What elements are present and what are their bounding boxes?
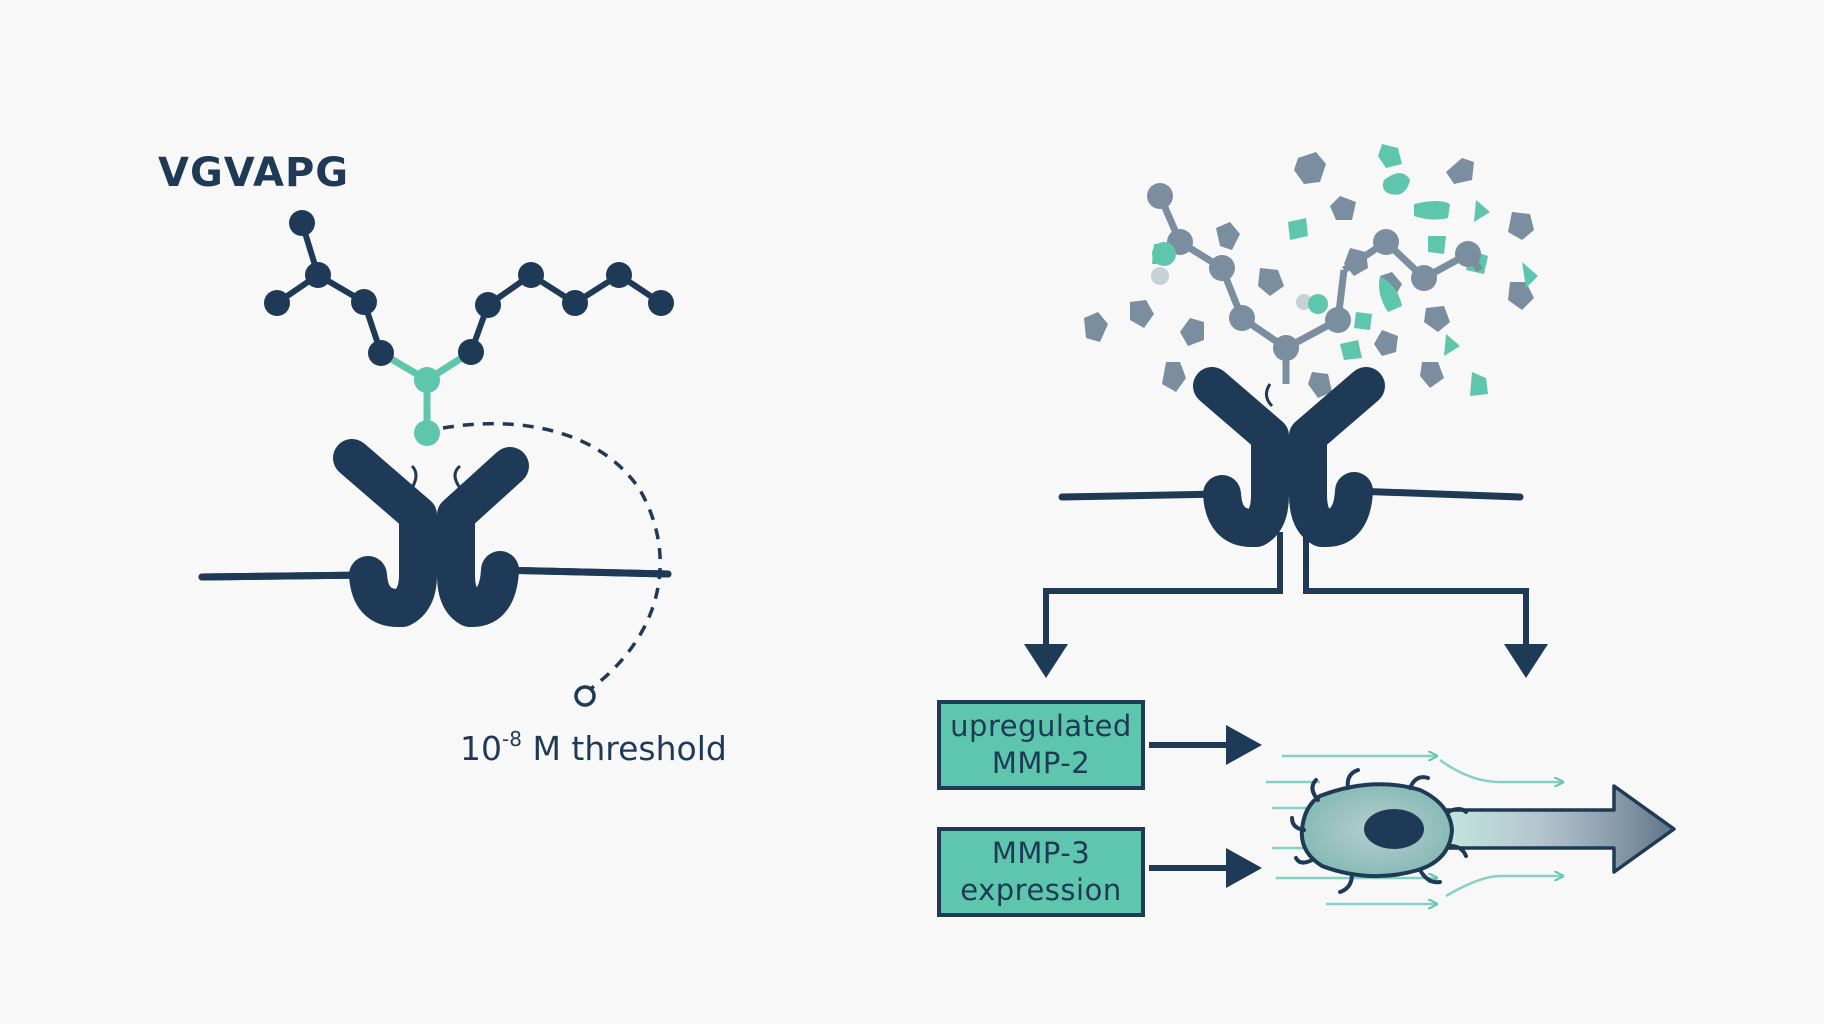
right-membrane-left	[1058, 490, 1226, 501]
branch-arrowhead-right	[1504, 644, 1548, 678]
mmp2-box: upregulated MMP-2	[937, 700, 1145, 790]
right-receptor	[1193, 367, 1385, 547]
threshold-label: 10-8 M threshold	[460, 727, 727, 768]
right-panel	[1024, 144, 1676, 904]
vgvapg-molecule	[264, 210, 674, 446]
signal-branches	[1043, 532, 1529, 650]
mmp3-output-arrow	[1149, 848, 1262, 888]
mmp3-label: MMP-3 expression	[960, 836, 1122, 907]
threshold-exponent: -8	[502, 727, 522, 751]
mmp2-output-arrow	[1149, 725, 1262, 765]
threshold-dashed-arc	[442, 422, 662, 695]
left-panel	[198, 210, 674, 707]
branch-arrowhead-left	[1024, 644, 1068, 678]
fragment-cloud	[1084, 144, 1538, 398]
threshold-unit: M threshold	[521, 729, 727, 768]
cell-nucleus	[1364, 809, 1424, 849]
left-receptor	[333, 439, 529, 627]
motion-lines	[1266, 756, 1562, 904]
migrating-cell	[1290, 768, 1468, 894]
migration-arrow	[1418, 784, 1676, 874]
threshold-base: 10	[460, 729, 502, 768]
peptide-label: VGVAPG	[158, 150, 350, 196]
degraded-molecule	[1147, 183, 1483, 384]
right-membrane-right	[1350, 487, 1524, 501]
mmp3-box: MMP-3 expression	[937, 827, 1145, 917]
threshold-marker	[574, 685, 596, 707]
mmp2-label: upregulated MMP-2	[950, 709, 1132, 780]
